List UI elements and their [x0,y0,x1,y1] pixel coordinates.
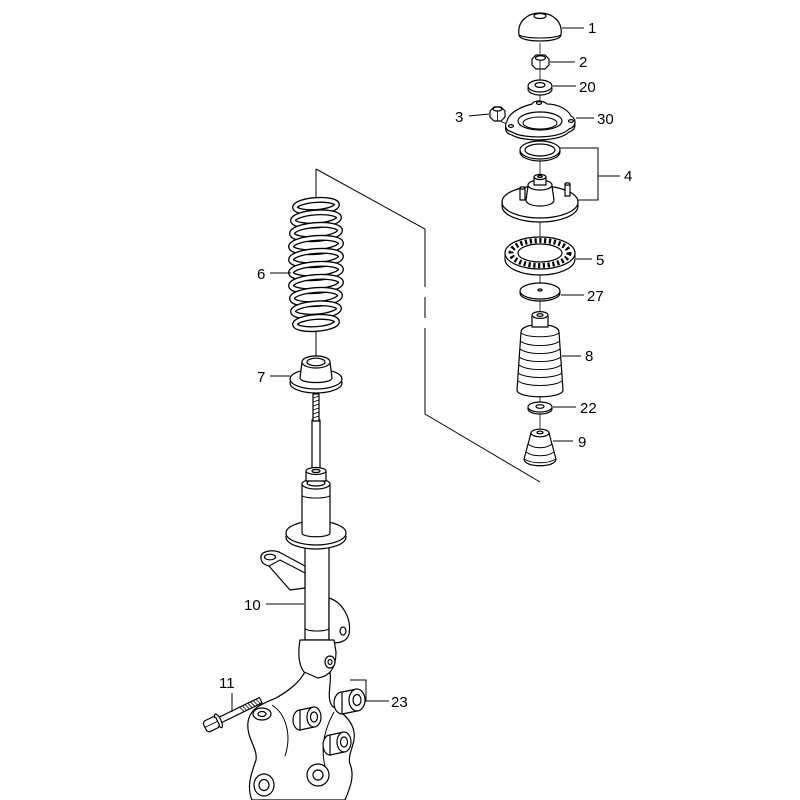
callout-label: 11 [219,675,235,692]
callout-spring-seat-bearing: 5 [576,252,604,269]
callout-mount-plate: 30 [576,111,614,128]
callout-label: 27 [587,288,604,305]
callout-label: 5 [596,252,604,269]
callout-label: 4 [624,168,632,185]
part-bushing [333,688,366,715]
callout-washer-lower: 22 [553,400,597,417]
callout-label: 8 [585,348,593,365]
part-nut-upper [531,54,550,70]
callout-thin-washer: 27 [561,288,604,305]
callout-label: 2 [579,54,587,71]
part-washer-lower [527,401,553,415]
part-thin-washer [519,282,561,302]
callout-label: 6 [257,266,265,283]
callout-label: 1 [588,20,596,37]
callout-nut-upper: 2 [550,54,587,71]
callout-label: 22 [580,400,597,417]
part-spring-seat [289,355,343,394]
callout-bushing: 23 [350,679,408,711]
part-bolt [202,696,263,733]
part-flange-nut [489,106,506,122]
part-coil-spring [288,196,344,333]
callout-label: 30 [597,111,614,128]
part-dust-boot [516,311,564,398]
callout-strut-assembly: 10 [244,597,304,614]
callout-flange-nut: 3 [455,109,490,126]
callout-spring-seat: 7 [257,369,290,386]
callout-label: 20 [579,79,596,96]
callout-label: 9 [578,434,586,451]
callout-washer-upper: 20 [553,79,596,96]
callout-label: 23 [391,694,408,711]
callout-dust-boot: 8 [562,348,593,365]
part-bump-stop [523,428,557,467]
part-spring-seat-bearing [504,236,576,276]
callout-label: 3 [455,109,463,126]
part-steering-knuckle [247,669,355,800]
part-mount-plate [505,100,576,141]
part-seal-ring [519,140,561,162]
part-strut-mount [501,173,579,223]
callout-cap: 1 [562,20,596,37]
callout-coil-spring: 6 [257,266,291,283]
part-strut-assembly [260,393,351,679]
callout-bump-stop: 9 [553,434,586,451]
part-washer-upper [527,79,553,96]
callout-bolt: 11 [219,675,235,712]
callout-label: 10 [244,597,261,614]
callout-label: 7 [257,369,265,386]
part-cap [518,12,562,42]
callout-strut-mount: 4 [560,147,632,201]
